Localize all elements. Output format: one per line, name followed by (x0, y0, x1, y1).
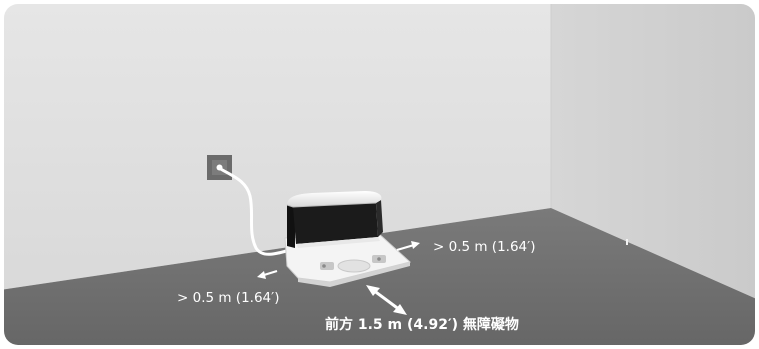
right-clearance-label: > 0.5 m (1.64′) (433, 239, 536, 255)
floor (4, 208, 755, 345)
clearance-arrow-icon (257, 269, 278, 279)
side-wall (551, 4, 755, 300)
power-cord-icon (217, 166, 292, 256)
front-clearance-label: 前方 1.5 m (4.92′) 無障礙物 (325, 317, 519, 333)
back-wall (4, 4, 551, 290)
clearance-arrow-icon (396, 241, 420, 252)
left-clearance-label: > 0.5 m (1.64′) (177, 290, 280, 306)
clearance-arrow-icon (366, 285, 407, 315)
charging-dock-icon (284, 191, 412, 287)
wall-marker (626, 239, 628, 245)
